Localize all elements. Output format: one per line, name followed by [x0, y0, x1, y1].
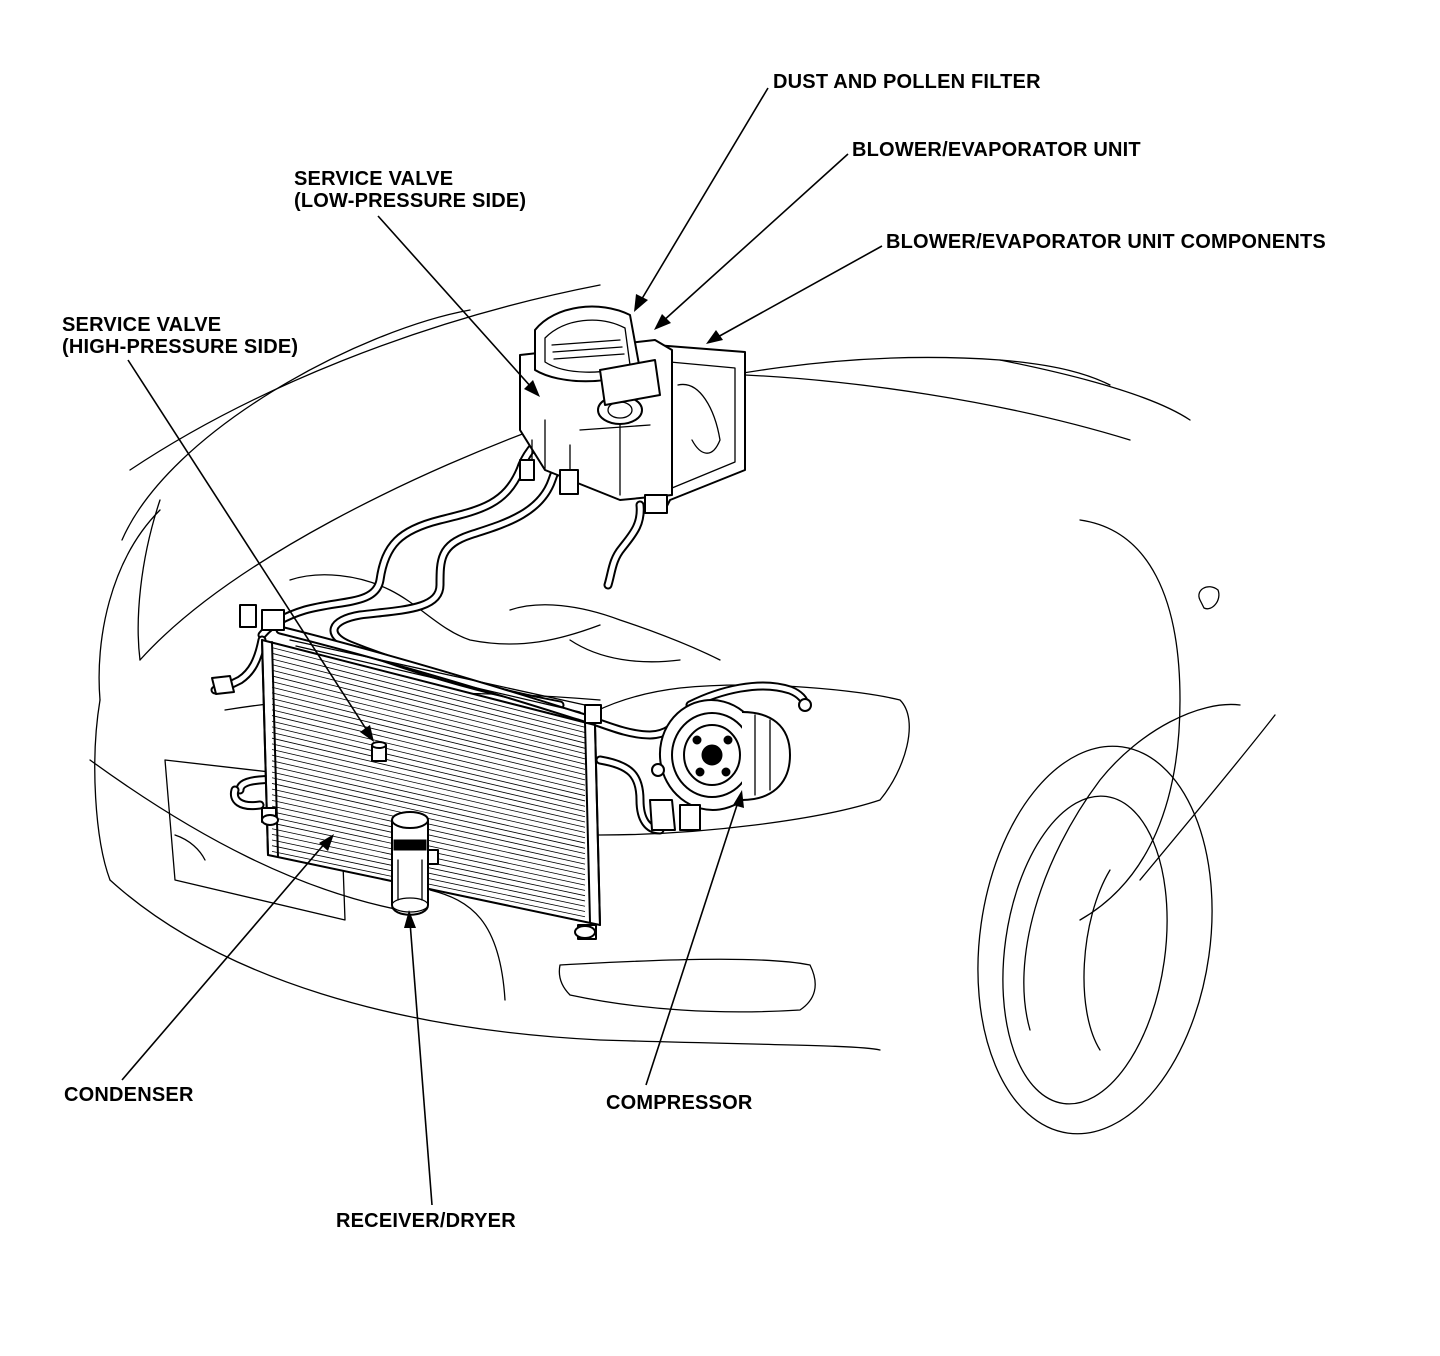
label-service-valve-high: SERVICE VALVE (HIGH-PRESSURE SIDE) — [62, 314, 298, 358]
condenser-fin-line — [271, 743, 586, 818]
label-service-valve-high-line2: (HIGH-PRESSURE SIDE) — [62, 336, 299, 358]
label-service-valve-high-line1: SERVICE VALVE — [62, 314, 222, 336]
condenser-fin-line — [271, 715, 586, 791]
condenser-fin-line — [271, 766, 586, 839]
label-blower-evaporator-unit: BLOWER/EVAPORATOR UNIT — [852, 139, 1141, 161]
label-receiver-dryer: RECEIVER/DRYER — [336, 1210, 516, 1232]
label-service-valve-low-line2: (LOW-PRESSURE SIDE) — [294, 190, 527, 212]
condenser-core — [211, 604, 602, 940]
label-dust-pollen-filter: DUST AND POLLEN FILTER — [773, 71, 1041, 93]
condenser-fin-line — [271, 703, 586, 781]
condenser-fin-line — [271, 726, 586, 802]
condenser-fin-line — [271, 675, 586, 754]
compressor-part — [649, 698, 812, 831]
label-blower-evaporator-unit-text: BLOWER/EVAPORATOR UNIT — [852, 139, 1141, 161]
condenser-fin-line — [271, 669, 586, 749]
condenser-fin-line — [271, 737, 586, 812]
label-dust-pollen-filter-text: DUST AND POLLEN FILTER — [773, 71, 1041, 93]
label-service-valve-low-line1: SERVICE VALVE — [294, 168, 454, 190]
label-blower-evaporator-components: BLOWER/EVAPORATOR UNIT COMPONENTS — [886, 231, 1326, 253]
condenser-fin-line — [271, 720, 586, 797]
label-blower-evaporator-components-text: BLOWER/EVAPORATOR UNIT COMPONENTS — [886, 231, 1326, 253]
condenser-fin-line — [271, 658, 586, 739]
condenser-fin-line — [271, 652, 586, 733]
label-compressor: COMPRESSOR — [606, 1092, 752, 1114]
condenser-fin-line — [271, 686, 586, 765]
condenser-fin-line — [271, 709, 586, 786]
condenser-fin-line — [271, 647, 586, 728]
leader-lines — [121, 87, 883, 1206]
condenser-fin-line — [271, 692, 586, 770]
label-condenser-text: CONDENSER — [64, 1084, 194, 1106]
condenser-fin-line — [271, 749, 586, 823]
label-receiver-dryer-text: RECEIVER/DRYER — [336, 1210, 516, 1232]
condenser-fin-line — [271, 698, 586, 776]
label-compressor-text: COMPRESSOR — [606, 1092, 753, 1114]
condenser-fin-line — [271, 760, 586, 833]
condenser-fin-line — [271, 754, 586, 828]
blower-evaporator-part — [519, 305, 746, 514]
condenser-fin-line — [271, 681, 586, 760]
condenser-fin-line — [271, 732, 586, 807]
label-service-valve-low: SERVICE VALVE (LOW-PRESSURE SIDE) — [294, 168, 526, 212]
receiver-dryer-part — [371, 741, 439, 916]
condenser-fin-line — [271, 664, 586, 744]
condenser-fin-line — [271, 777, 586, 849]
condenser-fin-line — [271, 771, 586, 844]
label-condenser: CONDENSER — [64, 1084, 194, 1106]
